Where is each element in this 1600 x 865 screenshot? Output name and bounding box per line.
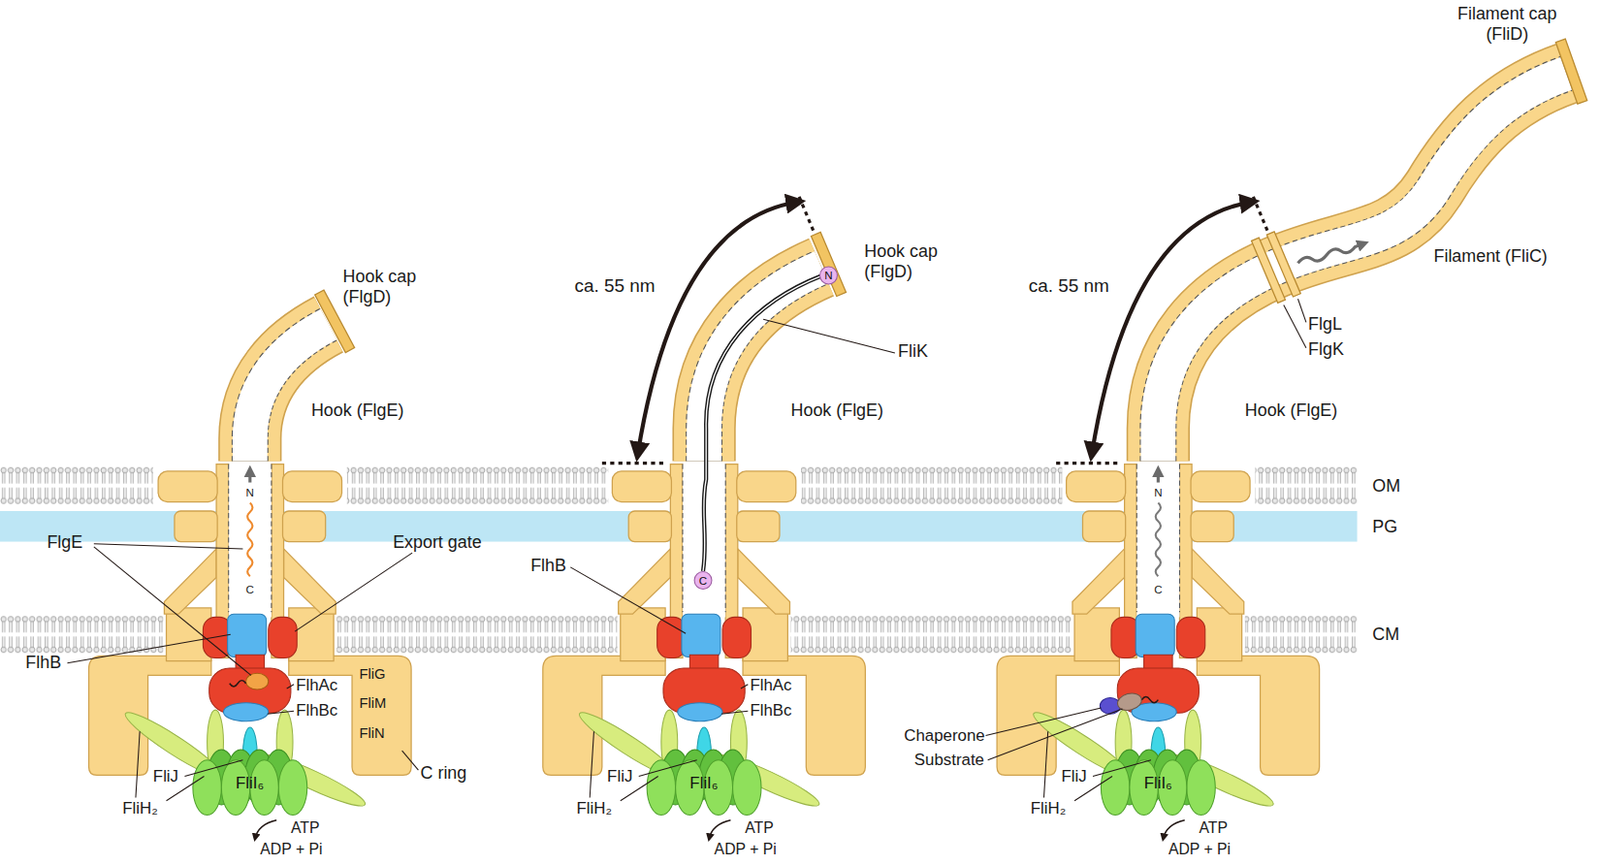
part-label: PG [1372, 516, 1398, 538]
part-label: FliJ [153, 767, 179, 786]
part-label: FlgE [46, 532, 83, 553]
part-label: C ring [420, 763, 468, 784]
part-label: FlhBc [295, 702, 338, 721]
node-text: N [824, 269, 832, 283]
caps [315, 38, 1588, 352]
part-label: CM [1372, 624, 1400, 645]
atpase-ring: FliI₆ [689, 773, 718, 793]
terminus-marker: C [694, 571, 713, 590]
part-label: FliN [358, 724, 384, 741]
part-label: N [243, 486, 256, 500]
part-label: OM [1372, 476, 1401, 497]
part-label: Hook (FlgE) [1245, 400, 1338, 421]
flik-ruler [703, 275, 823, 572]
part-label: FliH₂ [1030, 800, 1066, 819]
part-label: Substrate [914, 750, 985, 769]
part-label: Hook cap (FlgD) [343, 267, 436, 308]
flge-substrate [229, 471, 269, 690]
part-label: FlhB [530, 555, 567, 576]
atpase-ring: FliI₆ [235, 773, 264, 793]
part-label: Hook cap (FlgD) [864, 241, 957, 282]
node-text: FliI₆ [235, 773, 264, 792]
part-label: Hook (FlgE) [791, 400, 884, 421]
part-label: FlhB [25, 652, 62, 673]
part-label: FlgL [1308, 314, 1343, 335]
part-label: FliJ [1060, 767, 1087, 786]
part-label: ADP + Pi [1168, 840, 1231, 859]
part-label: N [1152, 486, 1165, 500]
part-label: Export gate [392, 532, 482, 553]
part-label: Filament (FliC) [1433, 247, 1547, 268]
part-label: ADP + Pi [714, 840, 777, 859]
part-label: FliG [358, 665, 385, 682]
leader-lines [66, 298, 1306, 801]
node-text: FliI₆ [1144, 773, 1173, 792]
part-label: ADP + Pi [259, 840, 322, 859]
part-label: FlhAc [749, 675, 792, 695]
part-label: FliM [358, 694, 386, 711]
node-text: C [699, 574, 707, 587]
basal-body [996, 464, 1320, 839]
atpase-ring: FliI₆ [1144, 773, 1173, 793]
length-arrows [602, 193, 1268, 464]
part-label: FliJ [607, 767, 633, 786]
filament-substrate [1099, 243, 1363, 714]
part-label: C [1152, 583, 1165, 597]
part-label: Filament cap (FliD) [1454, 3, 1561, 44]
part-label: FliK [897, 341, 928, 362]
hook-tubes [250, 73, 1567, 462]
part-label: FliH₂ [576, 800, 612, 819]
part-label: FlhBc [749, 702, 792, 721]
node-text: FliI₆ [689, 773, 718, 792]
part-label: FlhAc [295, 675, 338, 695]
part-label: ATP [1198, 819, 1228, 837]
part-label: FliH₂ [122, 800, 158, 819]
part-label: FlgK [1308, 339, 1344, 360]
part-label: ATP [744, 819, 774, 837]
part-label: Chaperone [903, 726, 985, 745]
part-label: ATP [290, 819, 320, 837]
part-label: ca. 55 nm [574, 275, 655, 297]
part-label: ca. 55 nm [1028, 275, 1110, 297]
terminus-marker: N [819, 266, 838, 286]
part-label: C [243, 583, 256, 597]
part-label: Hook (FlgE) [311, 400, 404, 421]
